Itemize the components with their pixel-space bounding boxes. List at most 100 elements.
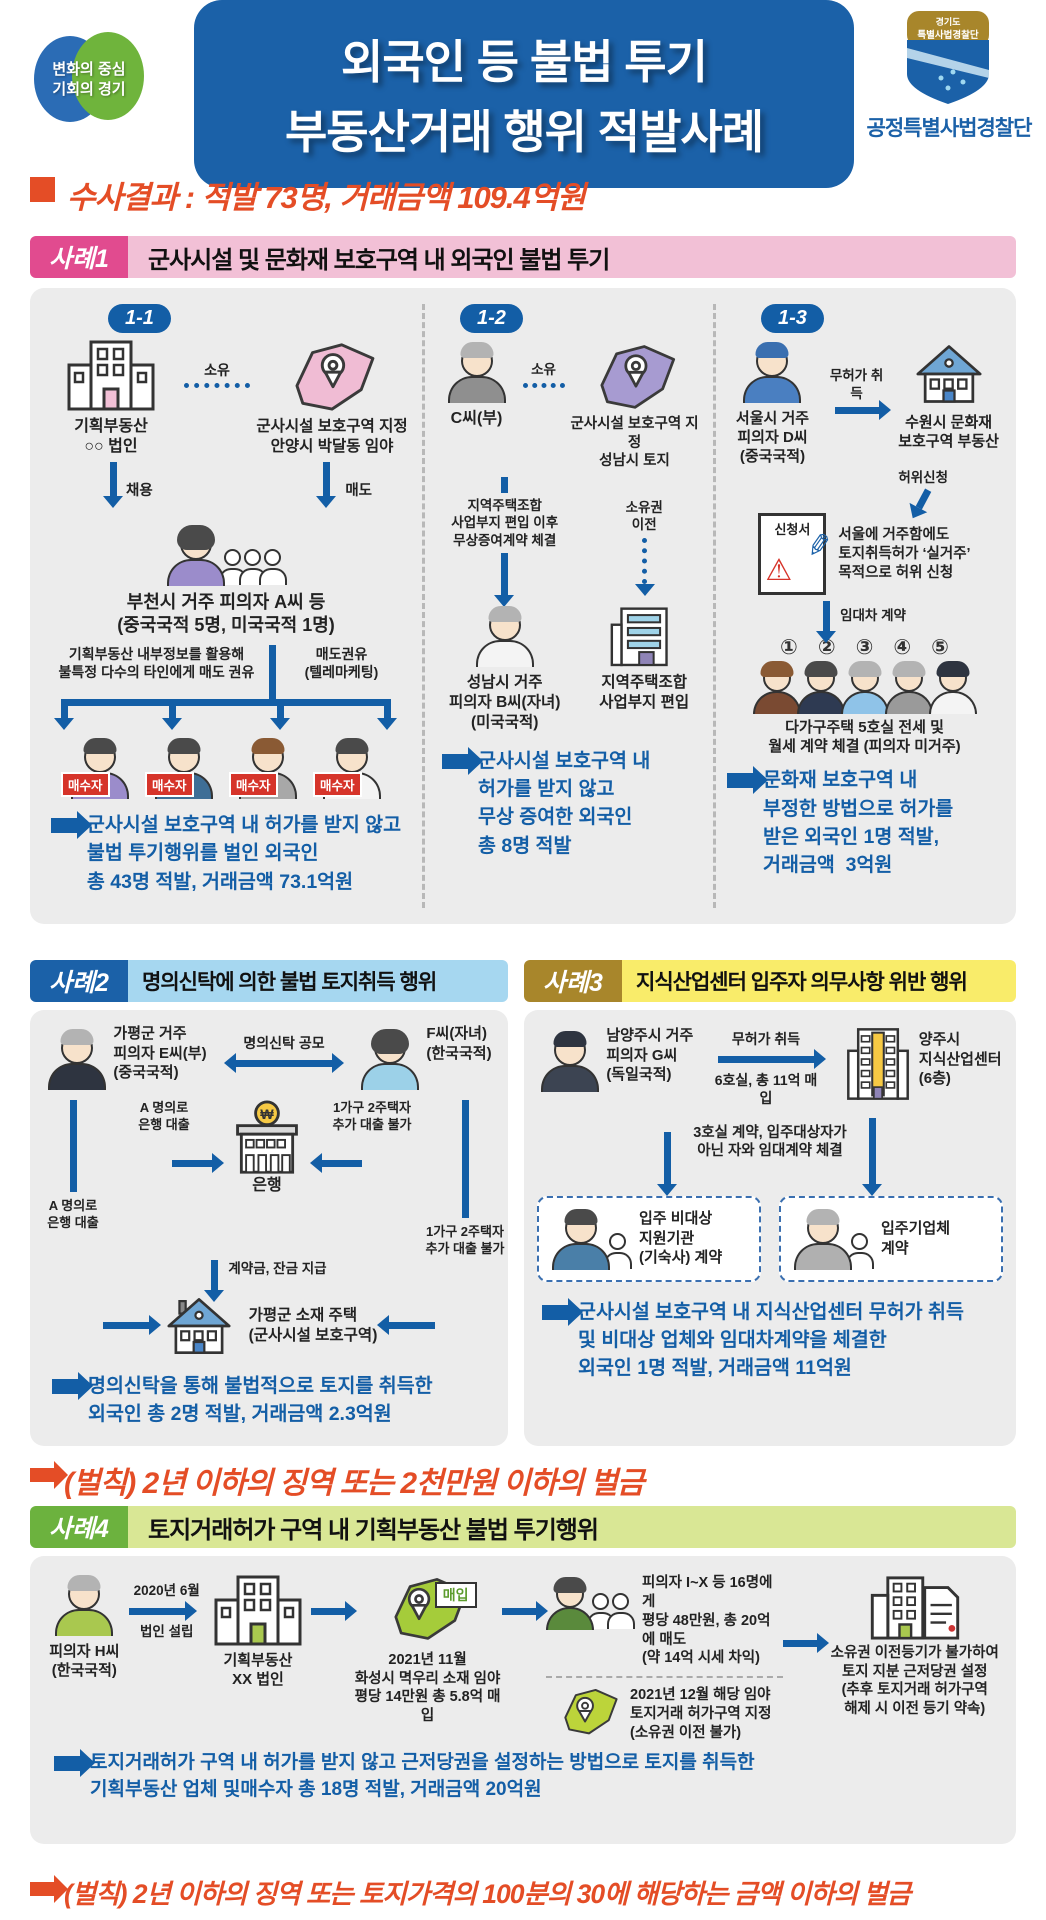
house-icon <box>916 345 982 403</box>
case1-1-pill: 1-1 <box>108 304 171 333</box>
lease-arrow <box>816 601 837 644</box>
case1-2-pill: 1-2 <box>460 304 523 333</box>
gapyeong-house-icon <box>167 1297 231 1354</box>
case1-1-flow: 1-1 기획부동산○○ 법인 소유 <box>38 300 414 896</box>
land-parcel-pink-icon <box>295 343 375 411</box>
suspect-g-icon <box>540 1030 600 1092</box>
penalty-arrow-icon <box>30 1461 68 1489</box>
buyer-tag: 매수자 <box>145 772 194 797</box>
org-name: 공정특별사법경찰단 <box>866 117 1033 140</box>
buyers-row: 매수자 매수자 매수자 매수자 <box>61 737 382 799</box>
child-b-icon <box>475 605 535 668</box>
case4-header: 사례4 토지거래허가 구역 내 기획부동산 불법 투기행위 <box>30 1506 1016 1548</box>
owner-c-label: C씨(부) <box>450 410 503 427</box>
left-loan-bar <box>69 1100 77 1192</box>
bank-label: 은행 <box>252 1177 282 1194</box>
false-apply-label: 허위신청 <box>898 469 948 485</box>
penalty2: (벌칙) 2년 이하의 징역 또는 토지가격의 100분의 30에 해당하는 금… <box>30 1872 911 1911</box>
conclusion-arrow-icon <box>542 1297 583 1326</box>
crowd-person-icon <box>259 549 286 586</box>
buyer-tag: 매수자 <box>313 772 362 797</box>
shield-text-1: 경기도 <box>936 16 962 27</box>
buyer-icon: 매수자 <box>313 737 382 799</box>
buyer-tag: 매수자 <box>61 772 110 797</box>
investigation-summary: 수사결과 : 적발 73명, 거래금액 109.4억원 <box>30 172 586 217</box>
police-shield-icon: 경기도 특별사법경찰단 <box>907 11 989 104</box>
shield-text-2: 특별사법경찰단 <box>917 29 978 41</box>
conclusion-arrow-icon <box>442 746 483 775</box>
gapyeong-house-label: 가평군 소재 주택(군사시설 보호구역) <box>248 1306 378 1344</box>
acquire-arrow <box>717 1049 826 1070</box>
case3-header: 사례3 지식산업센터 입주자 의무사항 위반 행위 <box>524 960 1016 1002</box>
case1-panel: 1-1 기획부동산○○ 법인 소유 <box>30 288 1016 924</box>
association-building-icon <box>610 607 668 667</box>
acquire-label: 무허가 취득 <box>829 368 884 401</box>
tenants-row <box>752 660 977 715</box>
flow-arrow <box>502 1601 548 1621</box>
acquire-label: 무허가 취득 <box>731 1031 801 1047</box>
lease-label: 임대차 계약 <box>840 608 906 624</box>
acquire-arrow <box>834 400 891 421</box>
conclusion-arrow-icon <box>727 766 768 795</box>
pen-icon <box>800 530 834 560</box>
penalty-arrow-icon <box>30 1875 68 1903</box>
tenant-icon <box>928 660 977 715</box>
suspect-a-label: 부천시 거주 피의자 A씨 등(중국국적 5명, 미국국적 1명) <box>117 591 335 635</box>
right-loan-bar <box>461 1100 469 1218</box>
penalty1: (벌칙) 2년 이하의 징역 또는 2천만원 이하의 벌금 <box>30 1458 644 1502</box>
penalty1-text: (벌칙) 2년 이하의 징역 또는 2천만원 이하의 벌금 <box>64 1467 644 1500</box>
poster-title-line2: 부동산거래 행위 적발사례 <box>284 106 764 158</box>
designated-land-icon <box>564 1689 618 1735</box>
warning-icon <box>765 556 792 586</box>
land-parcel-purple-icon <box>599 345 675 409</box>
support-org-icon <box>551 1208 631 1270</box>
suspect-group-icon <box>166 524 286 586</box>
telemarketing-note: 매도권유(텔레마케팅) <box>304 646 379 681</box>
hire-label: 채용 <box>126 482 153 499</box>
number-3: ③ <box>855 636 874 660</box>
case1-title: 군사시설 및 문화재 보호구역 내 외국인 불법 투기 <box>128 236 1016 278</box>
dotted-down-arrow <box>634 537 655 596</box>
false-apply-arrow <box>915 488 931 510</box>
founding-label: 법인 설립 <box>139 1623 194 1639</box>
collusion-double-arrow <box>224 1053 344 1074</box>
case4-conclusion: 토지거래허가 구역 내 허가를 받지 않고 근저당권을 설정하는 방법으로 토지… <box>54 1748 1016 1804</box>
ownership-dotted-link <box>522 382 565 388</box>
case4-badge: 사례4 <box>30 1506 128 1548</box>
case3-title: 지식산업센터 입주자 의무사항 위반 행위 <box>622 960 1016 1002</box>
doc-title: 신청서 <box>774 522 811 538</box>
into-house-arrow-left <box>102 1315 161 1336</box>
down-arrow <box>103 461 123 508</box>
case1-3-pill: 1-3 <box>761 304 824 333</box>
poster-title-box: 외국인 등 불법 투기 부동산거래 행위 적발사례 <box>194 0 854 188</box>
penalty2-text: (벌칙) 2년 이하의 징역 또는 토지가격의 100분의 30에 해당하는 금… <box>64 1879 911 1909</box>
collusion-label: 명의신탁 공모 <box>243 1035 325 1051</box>
into-house-arrow-right <box>377 1315 436 1336</box>
planning-realestate-label: 기획부동산○○ 법인 <box>74 418 148 456</box>
